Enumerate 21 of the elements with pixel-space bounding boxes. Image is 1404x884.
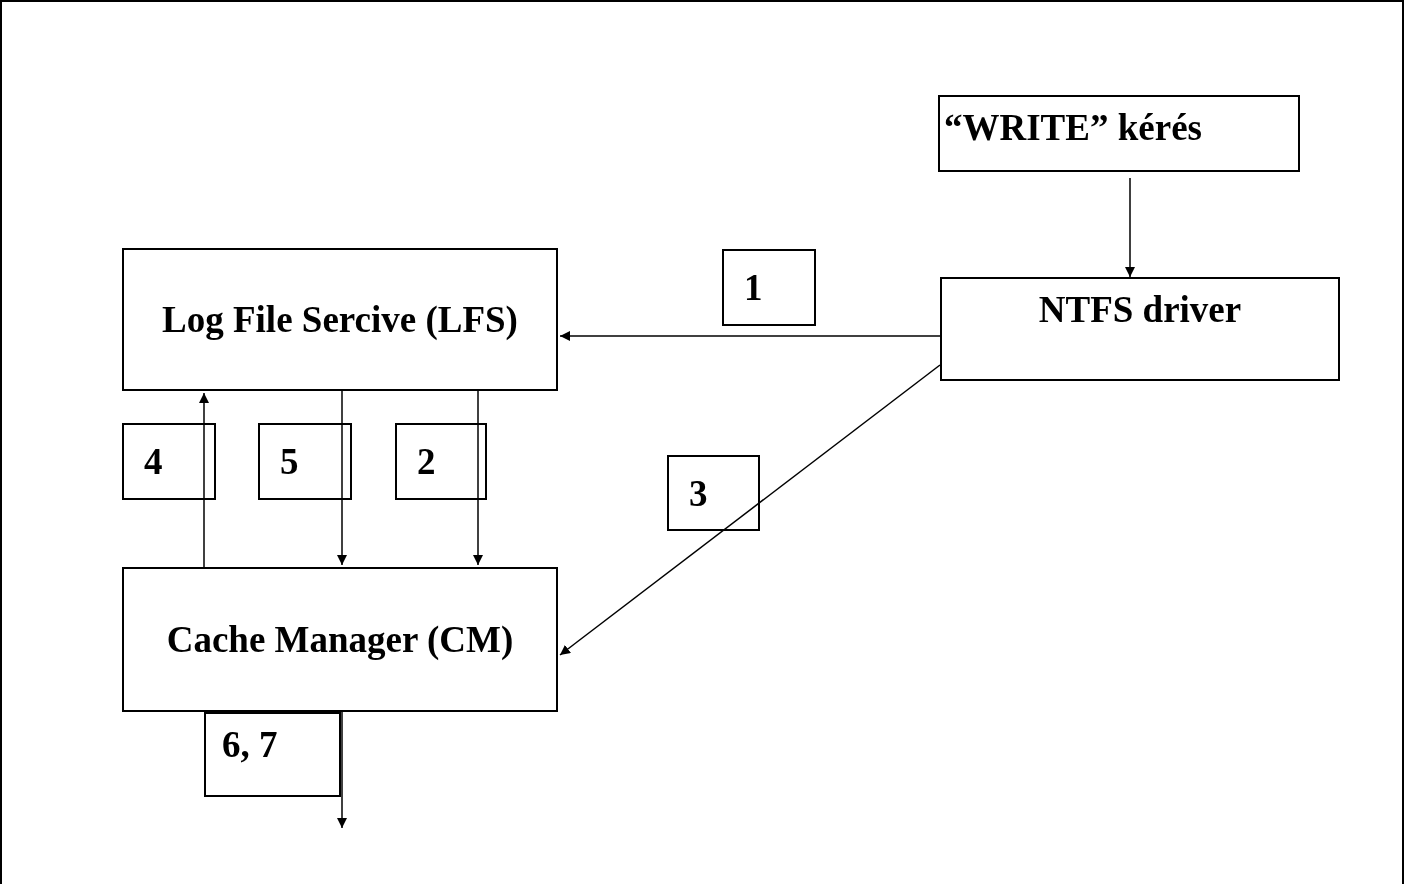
process-box (122, 567, 558, 712)
edge-label: 4 (122, 423, 216, 500)
arrow (337, 390, 347, 566)
arrow (559, 364, 941, 656)
edge-label: 2 (395, 423, 487, 500)
edge-label: 6, 7 (204, 712, 341, 797)
edge-label: 1 (722, 249, 816, 326)
arrow (337, 711, 347, 829)
arrow (473, 390, 483, 566)
box-label: Cache Manager (CM) (166, 621, 514, 658)
process-box (940, 277, 1340, 381)
arrow (559, 331, 941, 341)
box-label: NTFS driver (1038, 291, 1242, 328)
process-box (122, 248, 558, 391)
arrow (1125, 177, 1135, 278)
request-box (938, 95, 1300, 172)
arrow (199, 392, 209, 568)
edge-label: 3 (667, 455, 760, 531)
box-label: Log File Sercive (LFS) (162, 301, 518, 338)
edge-label: 5 (258, 423, 352, 500)
box-label: “WRITE” kérés (944, 109, 1202, 146)
